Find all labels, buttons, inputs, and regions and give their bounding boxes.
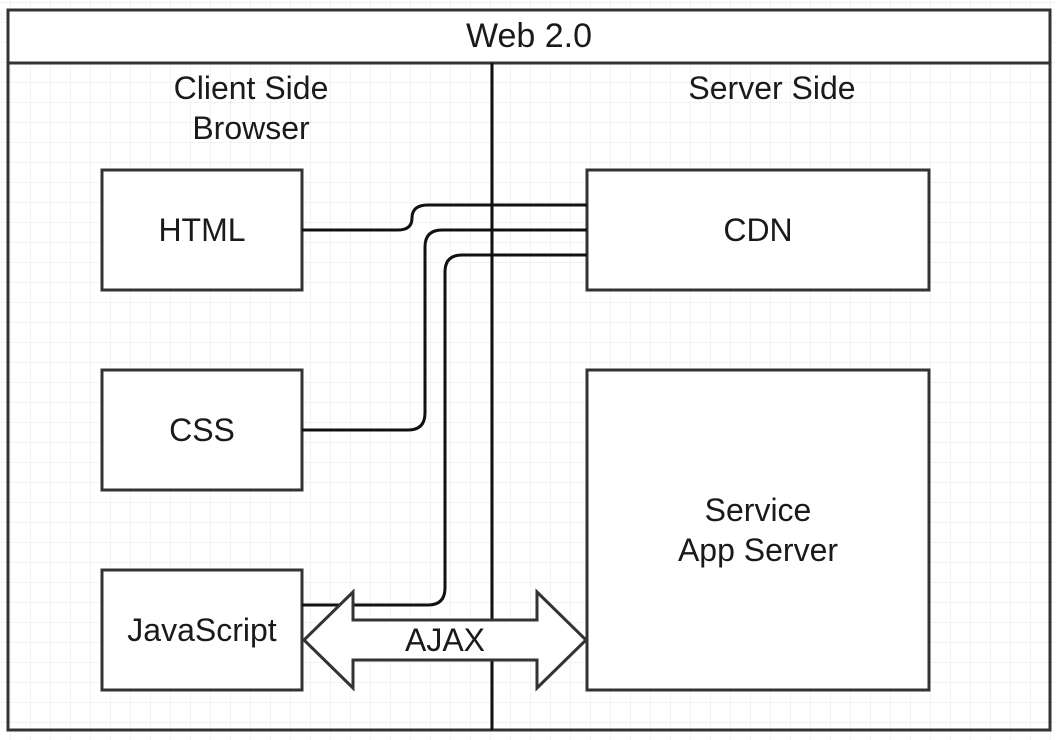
diagram-title: Web 2.0 [465, 17, 592, 55]
cdn-label: CDN [723, 212, 793, 248]
title-band [6, 8, 1052, 65]
client-lane-heading-line1: Client Side [173, 70, 329, 106]
cdn-box [585, 168, 931, 292]
html-box [100, 168, 304, 292]
javascript-box [100, 568, 304, 692]
javascript-to-cdn-connector [302, 253, 587, 607]
ajax-double-arrow [301, 588, 589, 692]
app-server-label-line1: Service [704, 492, 812, 528]
css-to-cdn-connector [302, 228, 587, 432]
ajax-label: AJAX [404, 622, 486, 658]
css-label: CSS [169, 412, 235, 448]
javascript-label: JavaScript [127, 612, 277, 648]
html-label: HTML [158, 212, 246, 248]
server-lane-heading: Server Side [688, 70, 856, 106]
app-server-box [585, 368, 931, 692]
client-lane-heading-line2: Browser [192, 110, 310, 146]
app-server-label-line2: App Server [677, 532, 839, 568]
html-to-cdn-connector [302, 203, 587, 232]
